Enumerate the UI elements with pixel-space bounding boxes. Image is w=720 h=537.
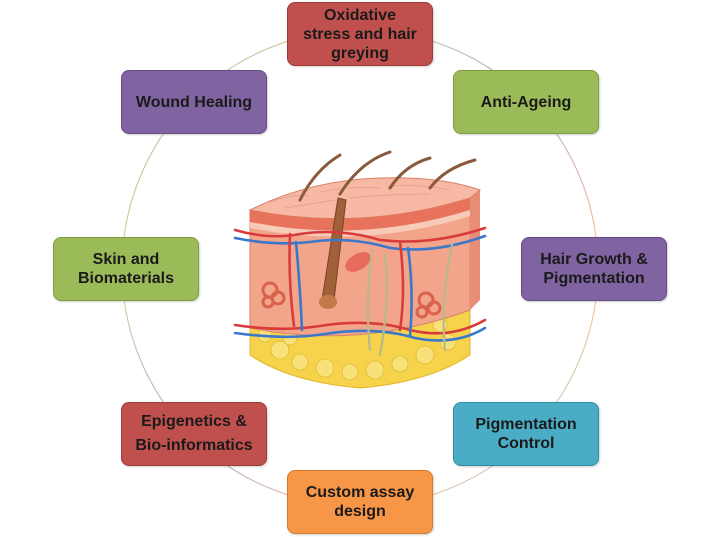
node-pigmentation-control: Pigmentation Control [453, 402, 599, 466]
node-wound-healing: Wound Healing [121, 70, 267, 134]
node-epigenetics-bioinformatics: Epigenetics & Bio-informatics [121, 402, 267, 466]
skin-cross-section-illustration [233, 150, 487, 389]
node-skin-biomaterials: Skin and Biomaterials [53, 237, 199, 301]
node-hair-growth-pigmentation: Hair Growth & Pigmentation [521, 237, 667, 301]
node-custom-assay-design: Custom assay design [287, 470, 433, 534]
node-anti-ageing: Anti-Ageing [453, 70, 599, 134]
node-oxidative-stress-hair-greying: Oxidative stress and hair greying [287, 2, 433, 66]
